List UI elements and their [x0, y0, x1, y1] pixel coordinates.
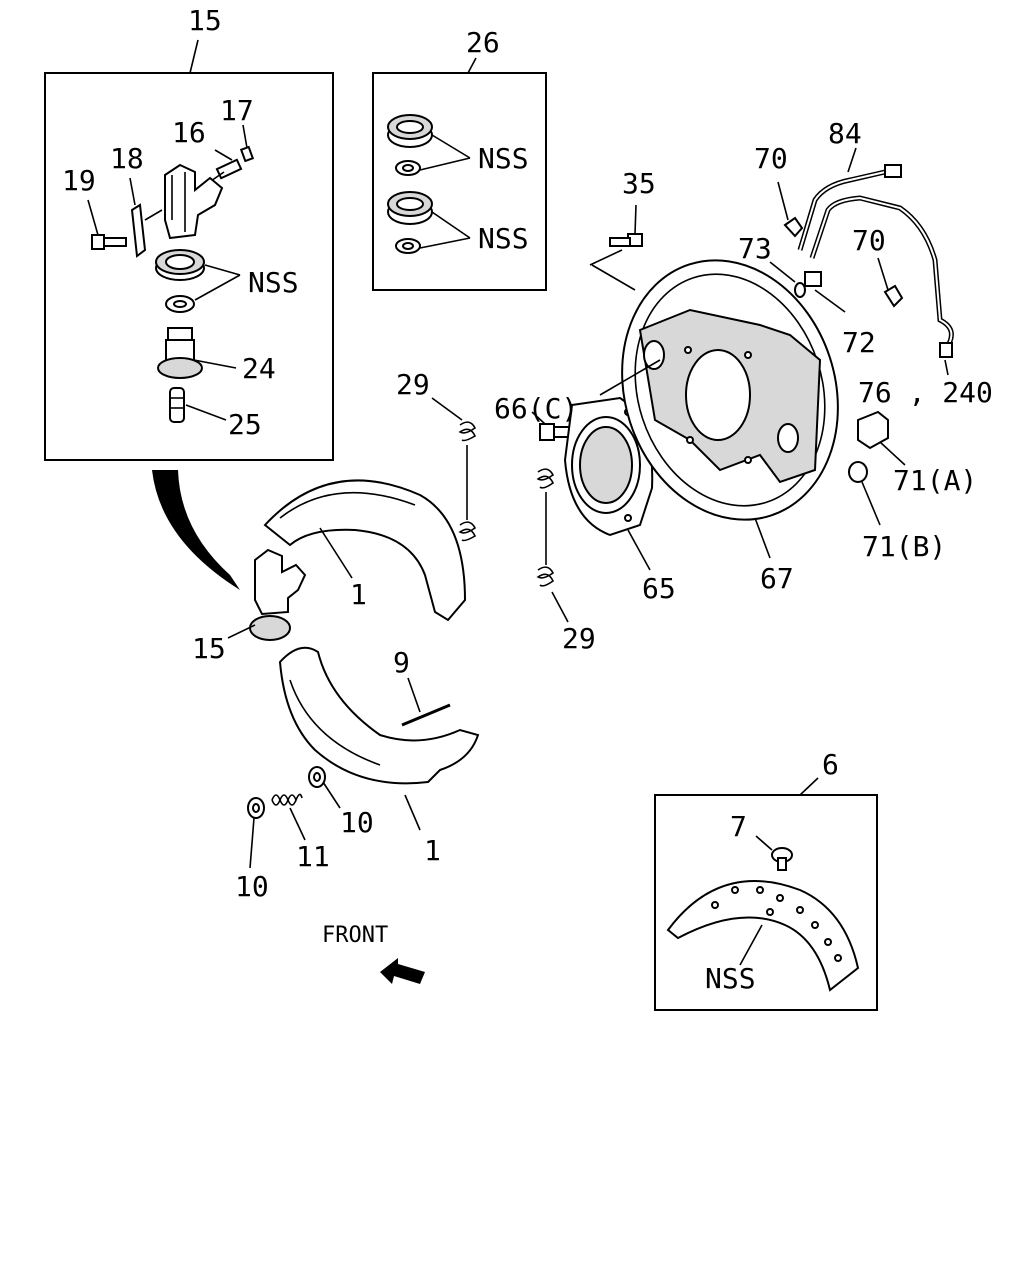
label-67: 67: [760, 562, 794, 595]
label-29-upper: 29: [396, 368, 430, 401]
label-1-lower: 1: [424, 834, 441, 867]
part-nss-seal-15: [155, 249, 241, 313]
assembly-arrow: [152, 470, 240, 590]
label-19: 19: [62, 164, 96, 197]
label-front: FRONT: [322, 923, 388, 948]
label-25: 25: [228, 408, 262, 441]
part-71b-grommet: [848, 461, 881, 526]
part-16-bleeder-screw: [207, 149, 243, 184]
part-1-brake-shoe-lower: [278, 646, 480, 831]
label-70-b: 70: [852, 224, 886, 257]
label-nss-box6: NSS: [705, 962, 756, 995]
part-65-cover-plate: [563, 396, 654, 571]
part-nss-lining: [666, 880, 860, 992]
part-15-adjuster-assembled: [227, 548, 307, 641]
part-73-ring: [769, 261, 806, 298]
front-direction-arrow: [380, 958, 425, 984]
part-71a-bracket: [857, 410, 906, 466]
part-70-clip-b: [877, 257, 904, 308]
label-72: 72: [842, 326, 876, 359]
label-7: 7: [730, 810, 747, 843]
part-19-bolt: [87, 199, 127, 250]
label-29-lower: 29: [562, 622, 596, 655]
label-26: 26: [466, 26, 500, 59]
label-nss-box15: NSS: [248, 266, 299, 299]
label-71b: 71(B): [862, 530, 946, 563]
part-72-nut: [804, 271, 846, 313]
label-24: 24: [242, 352, 276, 385]
part-24-adjuster-screw: [157, 327, 237, 379]
kit-box-6: [654, 777, 878, 1011]
part-29-spring-lower: [536, 468, 569, 623]
part-67-backing-plate: [589, 249, 839, 559]
label-1-upper: 1: [350, 578, 367, 611]
part-29-spring-upper: [431, 397, 477, 542]
label-84: 84: [828, 117, 862, 150]
label-66c: 66(C): [494, 392, 578, 425]
part-10-washer-left: [247, 797, 265, 869]
label-11: 11: [296, 840, 330, 873]
kit-box-26: [372, 57, 547, 291]
label-73: 73: [738, 232, 772, 265]
label-15-bottom: 15: [192, 632, 226, 665]
label-70-a: 70: [754, 142, 788, 175]
part-35-bolt: [609, 204, 643, 247]
part-11-spring: [271, 793, 306, 841]
part-7-rivet: [755, 835, 793, 871]
label-6: 6: [822, 748, 839, 781]
part-25-sleeve: [169, 387, 227, 423]
part-nss-seal-26a: [387, 114, 471, 176]
label-76-240: 76 , 240: [858, 376, 993, 409]
part-9-pin: [401, 677, 451, 727]
label-10-right: 10: [340, 806, 374, 839]
label-18: 18: [110, 142, 144, 175]
label-17: 17: [220, 94, 254, 127]
label-nss-box26-b: NSS: [478, 222, 529, 255]
label-65: 65: [642, 572, 676, 605]
kit-box-15: [44, 39, 334, 461]
label-35: 35: [622, 167, 656, 200]
part-70-clip-a: [777, 181, 804, 238]
label-10-left: 10: [235, 870, 269, 903]
part-1-brake-shoe-upper: [263, 479, 467, 622]
label-16: 16: [172, 116, 206, 149]
label-nss-box26-a: NSS: [478, 142, 529, 175]
part-10-washer-right: [308, 766, 341, 809]
label-9: 9: [393, 646, 410, 679]
part-84-brake-pipe: [797, 147, 954, 376]
part-17-pin: [239, 124, 255, 163]
part-nss-seal-26b: [387, 191, 471, 254]
label-71a: 71(A): [893, 464, 977, 497]
part-adjuster-housing: [164, 163, 224, 240]
part-18-plate: [129, 177, 163, 258]
label-15-top: 15: [188, 4, 222, 37]
